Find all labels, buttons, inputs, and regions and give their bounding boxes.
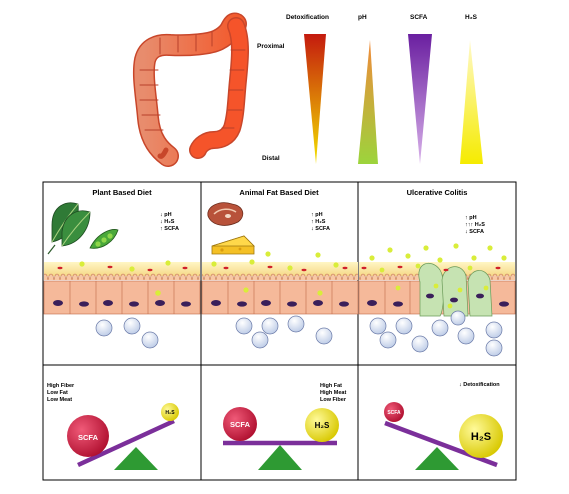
scfa-gradient [408, 34, 432, 164]
svg-text:SCFA: SCFA [230, 420, 251, 429]
svg-text:SCFA: SCFA [78, 433, 99, 442]
ph-label: pH [358, 14, 367, 21]
detox-label: Detoxification [286, 14, 329, 21]
svg-text:↓ pH: ↓ pH [160, 212, 172, 218]
svg-text:↑ H₂S: ↑ H₂S [311, 219, 326, 225]
svg-text:Low Fiber: Low Fiber [320, 397, 347, 403]
panel-title-uc: Ulcerative Colitis [407, 188, 468, 197]
colon-illustration [132, 12, 249, 167]
svg-text:H₂S: H₂S [165, 410, 175, 416]
indicators-plant: ↓ pH ↓ H₂S ↑ SCFA [160, 212, 179, 232]
leaves-icon [47, 202, 91, 255]
panel-title-animal: Animal Fat Based Diet [239, 188, 319, 197]
immune-cells-plant [95, 317, 159, 349]
cheese-icon [211, 235, 255, 255]
svg-text:SCFA: SCFA [387, 410, 401, 416]
indicators-uc: ↑ pH ↑↑↑ H₂S ↓ SCFA [465, 215, 485, 235]
epithelium-uc [358, 243, 516, 317]
svg-text:High Fat: High Fat [320, 383, 342, 389]
svg-text:High Meat: High Meat [320, 390, 346, 396]
diet-text-uc: ↓ Detoxification [459, 382, 500, 388]
svg-text:↓ SCFA: ↓ SCFA [465, 229, 484, 235]
scfa-label: SCFA [410, 14, 428, 21]
h2s-label: H₂S [465, 14, 478, 21]
epithelium-plant [43, 260, 201, 315]
svg-text:↑ SCFA: ↑ SCFA [160, 226, 179, 232]
balance-plant: SCFA H₂S [67, 403, 179, 470]
svg-text:High Fiber: High Fiber [47, 383, 75, 389]
distal-label: Distal [262, 155, 280, 162]
steak-icon [207, 202, 244, 226]
immune-cells-uc [369, 310, 503, 357]
top-illustration: Detoxification pH SCFA H₂S Proximal Dist… [132, 12, 483, 167]
svg-text:H₂S: H₂S [471, 431, 491, 443]
proximal-label: Proximal [257, 43, 285, 50]
svg-text:Low Meat: Low Meat [47, 397, 72, 403]
balance-uc: SCFA H₂S [384, 402, 503, 470]
svg-text:Low Fat: Low Fat [47, 390, 68, 396]
indicators-animal: ↑ pH ↑ H₂S ↓ SCFA [311, 212, 330, 232]
epithelium-animal [201, 251, 359, 315]
svg-text:H₂S: H₂S [315, 421, 330, 430]
svg-text:↑↑↑ H₂S: ↑↑↑ H₂S [465, 222, 485, 228]
diet-text-animal: High Fat High Meat Low Fiber [320, 383, 347, 403]
panel-title-plant: Plant Based Diet [92, 188, 152, 197]
svg-text:↑ pH: ↑ pH [465, 215, 477, 221]
svg-text:↓ SCFA: ↓ SCFA [311, 226, 330, 232]
svg-text:↑ pH: ↑ pH [311, 212, 323, 218]
diet-text-plant: High Fiber Low Fat Low Meat [47, 383, 75, 403]
h2s-gradient [460, 40, 483, 164]
ph-gradient [358, 40, 378, 164]
balance-animal: SCFA H₂S [223, 407, 339, 470]
immune-cells-animal [235, 315, 333, 349]
detox-gradient [304, 34, 326, 164]
svg-text:↓ H₂S: ↓ H₂S [160, 219, 175, 225]
pea-pod-icon [89, 229, 119, 249]
